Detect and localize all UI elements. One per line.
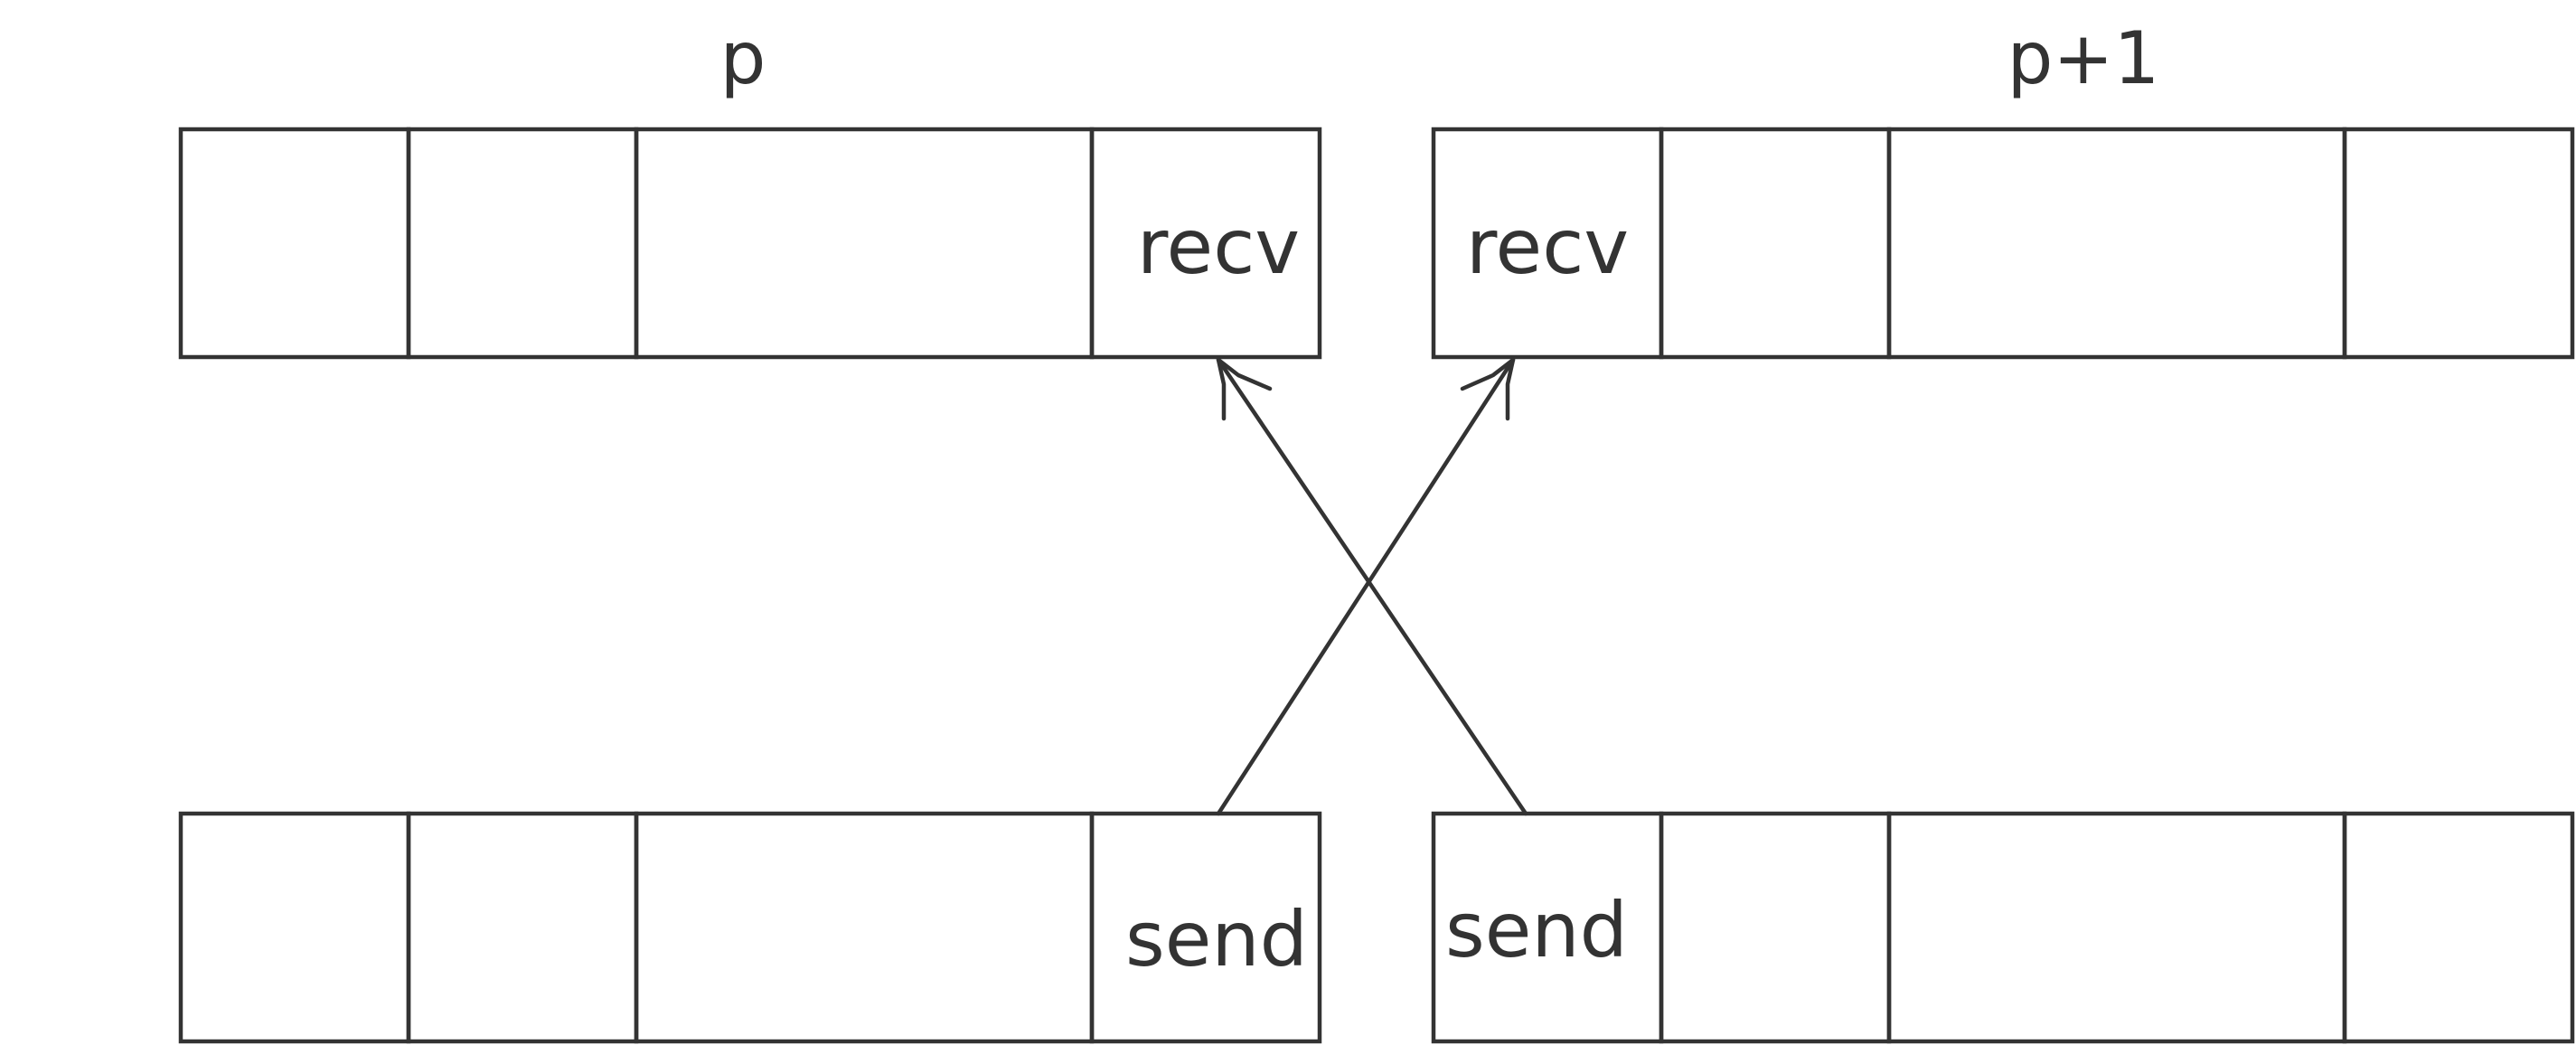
arrow-shaft bbox=[1216, 357, 1516, 816]
process-label-p: p bbox=[720, 16, 766, 100]
p-send-buffer: send bbox=[178, 811, 1322, 1044]
p-recv-buffer: recv bbox=[178, 127, 1322, 360]
p1-send-buffer: send bbox=[1431, 811, 2575, 1044]
buffer-cell bbox=[634, 127, 1095, 360]
arrow-head bbox=[1216, 357, 1273, 421]
buffer-cell bbox=[1886, 127, 2347, 360]
buffer-cell bbox=[178, 811, 411, 1044]
process-label-p-plus-1: p+1 bbox=[2007, 16, 2160, 100]
p1-recv-buffer: recv bbox=[1431, 127, 2575, 360]
buffer-cell bbox=[1886, 811, 2347, 1044]
recv-cell-label: recv bbox=[1466, 202, 1629, 291]
send-cell-label: send bbox=[1445, 886, 1628, 974]
recv-cell-label: recv bbox=[1137, 202, 1300, 291]
recv-cell bbox=[1089, 127, 1322, 360]
buffer-cell bbox=[1659, 811, 1892, 1044]
arrow-p-send-to-p1-recv bbox=[1216, 357, 1516, 816]
send-cell-label: send bbox=[1125, 895, 1308, 984]
buffer-cell bbox=[178, 127, 411, 360]
buffer-cell bbox=[2342, 811, 2575, 1044]
buffer-cell bbox=[634, 811, 1095, 1044]
buffer-cell bbox=[406, 127, 639, 360]
buffer-cell bbox=[2342, 127, 2575, 360]
buffer-cell bbox=[1659, 127, 1892, 360]
buffer-cell bbox=[406, 811, 639, 1044]
send-cell bbox=[1089, 811, 1322, 1044]
arrow-head bbox=[1460, 357, 1516, 421]
arrow-p1-send-to-p-recv bbox=[1216, 357, 1528, 816]
arrow-shaft bbox=[1216, 357, 1528, 816]
